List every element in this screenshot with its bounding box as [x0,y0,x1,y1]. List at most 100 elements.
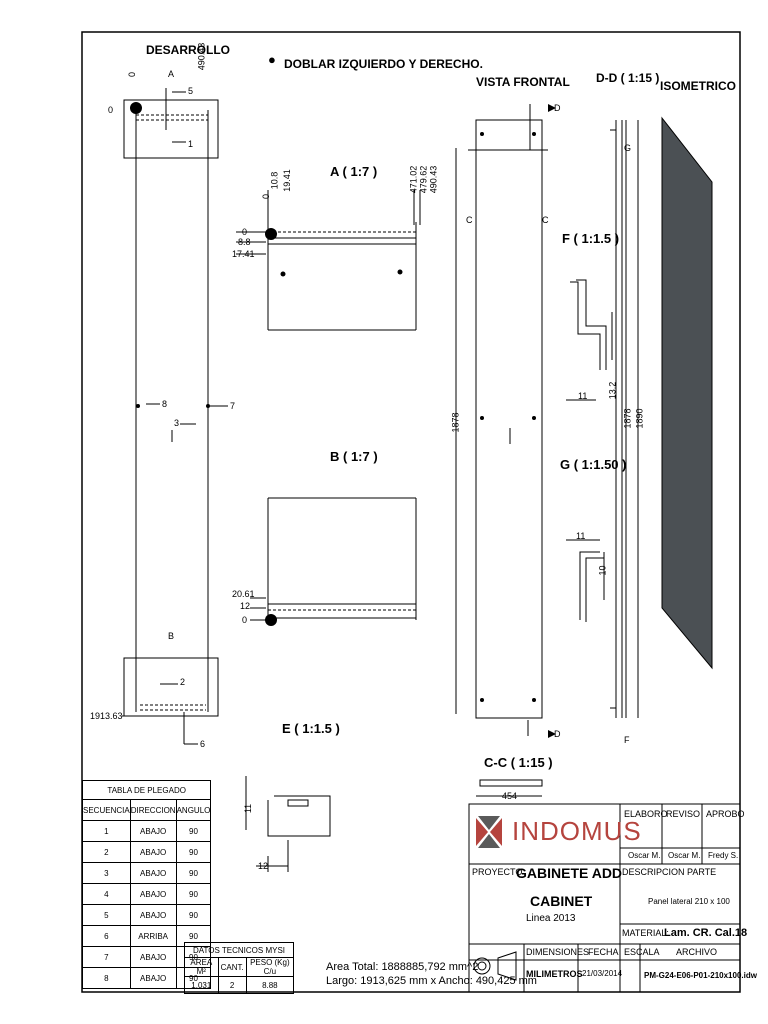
table-cell: ABAJO [129,883,177,905]
dim-label: 0 [108,105,114,115]
table-cell: ARRIBA [129,925,177,947]
dim-label: 1878 [450,412,461,433]
table-cell: 90 [175,841,212,863]
dim-label: 2 [180,677,186,687]
indomus-logo-mark [476,816,502,848]
dim-label: G [624,143,632,153]
dim-label: 1878 [622,408,633,429]
elaboro-label: ELABORO [624,809,668,819]
dim-label: 1913.63 [90,711,123,721]
dim-label: 5 [188,86,194,96]
tech-data-header: CANT. [217,957,247,977]
dim-label: F [624,735,630,745]
bend-table-header: ANGULO [175,799,212,821]
bend-table-header: DIRECCION [129,799,177,821]
dim-label: 1 [188,139,194,149]
isometric-panel [661,116,713,670]
elaboro-name: Oscar M. [628,851,661,860]
dim-label: 12 [240,601,251,611]
table-cell: 90 [175,883,212,905]
bend-table-title: TABLA DE PLEGADO [81,780,212,800]
table-cell: 4 [82,883,131,905]
dimensions-text: Largo: 1913,625 mm x Ancho: 490,425 mm [326,975,537,987]
detail-view-e [245,776,331,872]
reviso-name: Oscar M. [668,851,701,860]
reviso-label: REVISO [666,809,701,819]
detail-view-b [250,497,417,621]
sheet-border [81,31,741,993]
note-bullet-icon: ● [268,52,276,67]
dim-label: 479.62 [418,165,429,194]
date-value: 21/03/2014 [582,969,623,978]
dim-label: 7 [230,401,236,411]
descripcion-label: DESCRIPCION PARTE [622,867,717,877]
tech-data-value: 2 [217,976,247,994]
dim-label: B [168,631,175,641]
dd-view-title: D-D ( 1:15 ) [596,71,660,85]
dim-label: 454 [502,791,518,801]
dim-label: 10 [597,565,608,576]
archivo-label: ARCHIVO [676,947,718,957]
dim-label: 11 [576,531,586,541]
dim-label: 490.43 [196,42,207,71]
aprobo-label: APROBO [706,809,745,819]
tech-data-header: AREA M² [184,957,219,977]
dim-label: C [466,215,473,225]
front-view [455,104,548,736]
table-cell: ABAJO [129,841,177,863]
fecha-label: FECHA [588,947,619,957]
tech-data-header: PESO (Kg) C/u [245,957,295,977]
dim-label: 8 [162,399,168,409]
table-cell: 7 [82,946,131,968]
front-view-title: VISTA FRONTAL [476,75,570,89]
desarrollo-title: DESARROLLO [146,43,230,57]
dim-label: 0 [261,193,272,200]
material-value: Lam. CR. Cal.18 [664,927,748,939]
table-cell: 1 [82,820,131,842]
table-cell: ABAJO [129,904,177,926]
dim-label: 0 [127,71,138,78]
table-cell: 3 [82,862,131,884]
view-g-title: G ( 1:1.50 ) [560,457,627,472]
dim-label: D [554,103,561,113]
tech-data-table: DATOS TECNICOS MYSI AREA M² CANT. PESO (… [184,942,295,994]
table-cell: 2 [82,841,131,863]
dim-label: 1890 [634,408,645,429]
isometric-title: ISOMETRICO [660,79,737,93]
dim-label: 11 [243,803,254,814]
bend-table-header: SECUENCIA [82,799,131,821]
dim-label: 20.61 [232,589,255,599]
bend-table: TABLA DE PLEGADO SECUENCIA DIRECCION ANG… [81,780,212,989]
table-cell: ABAJO [129,967,177,989]
dim-label: 490.43 [428,165,439,194]
units-value: MILIMETROS [526,969,583,979]
dim-label: C [542,215,549,225]
tech-data-title: DATOS TECNICOS MYSI [184,942,294,958]
dim-label: 19.41 [281,169,292,192]
tech-data-value: 1.031 [184,976,219,994]
table-cell: ABAJO [129,946,177,968]
dim-label: 10.8 [269,171,280,190]
dim-label: 8.8 [238,237,251,247]
title-block-grid [468,803,741,993]
detail-view-g [566,539,605,622]
view-a-title: A ( 1:7 ) [330,164,378,179]
project-line: Linea 2013 [526,913,576,924]
proyecto-label: PROYECTO [472,867,523,877]
table-cell: 6 [82,925,131,947]
dim-label: 6 [200,739,206,749]
dim-label: 12 [258,861,269,871]
dim-label: 13.2 [607,381,618,400]
descripcion-value: Panel lateral 210 x 100 [648,897,730,906]
table-cell: 8 [82,967,131,989]
project-name-line-2: CABINET [530,893,593,909]
project-name-line-1: GABINETE ADD [516,865,623,881]
aprobo-name: Fredy S. [708,851,739,860]
dim-label: 471.02 [408,165,419,194]
